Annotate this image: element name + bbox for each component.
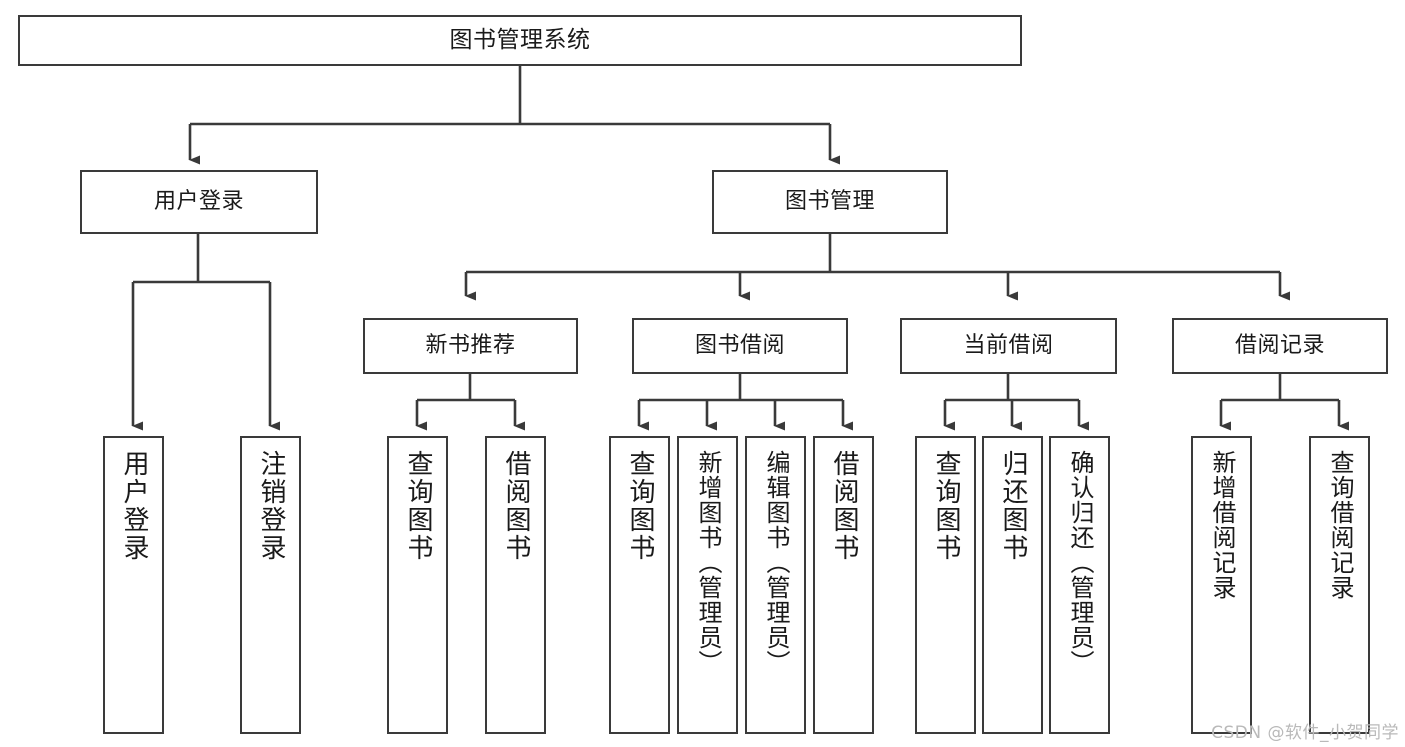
leaf-label: 用户登录 <box>119 450 150 562</box>
leaf-label: 查询借阅记录 <box>1325 450 1354 600</box>
node-label: 图书管理 <box>784 188 875 214</box>
node-label: 用户登录 <box>153 188 244 214</box>
leaf-label: 新增图书（管理员） <box>693 450 722 675</box>
leaf-label: 新增借阅记录 <box>1207 450 1236 600</box>
leaf-book-borrow-add-book-admin[interactable]: 新增图书（管理员） <box>677 436 738 734</box>
node-label: 图书管理系统 <box>449 26 591 53</box>
leaf-label: 查询图书 <box>403 450 434 562</box>
leaf-current-borrow-query-book[interactable]: 查询图书 <box>915 436 976 734</box>
leaf-label: 注销登录 <box>256 450 287 562</box>
leaf-book-borrow-edit-book-admin[interactable]: 编辑图书（管理员） <box>745 436 806 734</box>
leaf-label: 归还图书 <box>998 450 1029 562</box>
leaf-book-borrow-borrow-book[interactable]: 借阅图书 <box>813 436 874 734</box>
node-user-login[interactable]: 用户登录 <box>80 170 318 234</box>
node-root-book-management-system[interactable]: 图书管理系统 <box>18 15 1022 66</box>
leaf-user-login-login[interactable]: 用户登录 <box>103 436 164 734</box>
node-new-book-recommend[interactable]: 新书推荐 <box>363 318 578 374</box>
leaf-label: 借阅图书 <box>501 450 532 562</box>
node-current-borrow[interactable]: 当前借阅 <box>900 318 1117 374</box>
leaf-new-book-query-book[interactable]: 查询图书 <box>387 436 448 734</box>
node-label: 借阅记录 <box>1234 332 1325 358</box>
node-book-borrow[interactable]: 图书借阅 <box>632 318 848 374</box>
leaf-label: 查询图书 <box>931 450 962 562</box>
leaf-borrow-record-add-record[interactable]: 新增借阅记录 <box>1191 436 1252 734</box>
leaf-label: 借阅图书 <box>829 450 860 562</box>
leaf-label: 查询图书 <box>625 450 656 562</box>
csdn-watermark: CSDN @软件_小贺同学 <box>1211 723 1399 743</box>
leaf-current-borrow-confirm-return-admin[interactable]: 确认归还（管理员） <box>1049 436 1110 734</box>
node-label: 新书推荐 <box>425 332 516 358</box>
leaf-current-borrow-return-book[interactable]: 归还图书 <box>982 436 1043 734</box>
leaf-label: 编辑图书（管理员） <box>761 450 790 675</box>
node-book-management[interactable]: 图书管理 <box>712 170 948 234</box>
leaf-label: 确认归还（管理员） <box>1065 450 1094 675</box>
leaf-book-borrow-query-book[interactable]: 查询图书 <box>609 436 670 734</box>
node-label: 图书借阅 <box>694 332 785 358</box>
leaf-user-login-logout[interactable]: 注销登录 <box>240 436 301 734</box>
node-label: 当前借阅 <box>963 332 1054 358</box>
leaf-borrow-record-query-record[interactable]: 查询借阅记录 <box>1309 436 1370 734</box>
leaf-new-book-borrow-book[interactable]: 借阅图书 <box>485 436 546 734</box>
node-borrow-record[interactable]: 借阅记录 <box>1172 318 1388 374</box>
